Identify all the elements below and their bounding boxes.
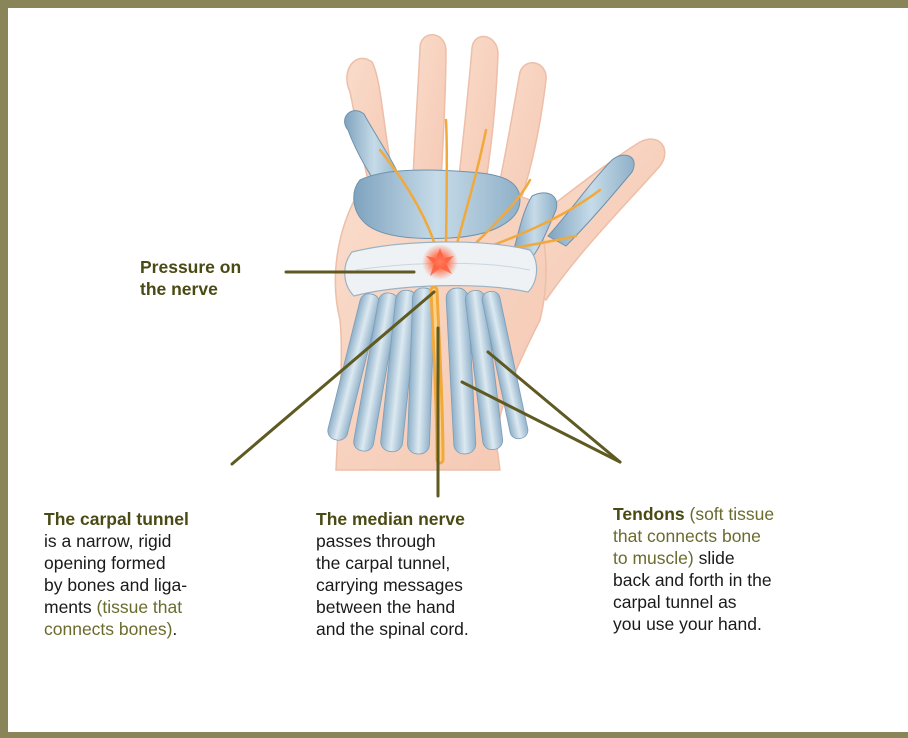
tendons-line-1: that connects bone (613, 525, 853, 547)
carpal-tunnel-title: The carpal tunnel (44, 509, 189, 529)
median-nerve-line-3: carrying messages (316, 574, 546, 596)
label-carpal-tunnel: The carpal tunnel is a narrow, rigid ope… (44, 508, 264, 640)
carpal-tunnel-line-4a: ments (44, 597, 97, 617)
label-median-nerve: The median nerve passes through the carp… (316, 508, 546, 640)
median-nerve-line-5: and the spinal cord. (316, 618, 546, 640)
carpal-tunnel-line-4b: (tissue that (97, 597, 183, 617)
carpal-tunnel-line-5a: connects bones) (44, 619, 172, 639)
tendons-line-2b: slide (694, 548, 735, 568)
pressure-line-1: Pressure on (140, 256, 290, 278)
pressure-line-2: the nerve (140, 278, 290, 300)
carpal-tunnel-line-1: is a narrow, rigid (44, 530, 264, 552)
tendons-title-rest: (soft tissue (685, 504, 774, 524)
tendons-title: Tendons (613, 504, 685, 524)
label-tendons: Tendons (soft tissue that connects bone … (613, 503, 853, 635)
tendons-line-4: carpal tunnel as (613, 591, 853, 613)
tendons-line-2a: to muscle) (613, 548, 694, 568)
tendons-line-3: back and forth in the (613, 569, 853, 591)
carpal-tunnel-line-3: by bones and liga- (44, 574, 264, 596)
carpal-tunnel-line-5b: . (172, 619, 177, 639)
carpal-tunnel-line-2: opening formed (44, 552, 264, 574)
median-nerve-line-2: the carpal tunnel, (316, 552, 546, 574)
tendons-line-5: you use your hand. (613, 613, 853, 635)
median-nerve-line-4: between the hand (316, 596, 546, 618)
median-nerve-title: The median nerve (316, 509, 465, 529)
median-nerve-line-1: passes through (316, 530, 546, 552)
label-pressure-on-nerve: Pressure on the nerve (140, 256, 290, 300)
